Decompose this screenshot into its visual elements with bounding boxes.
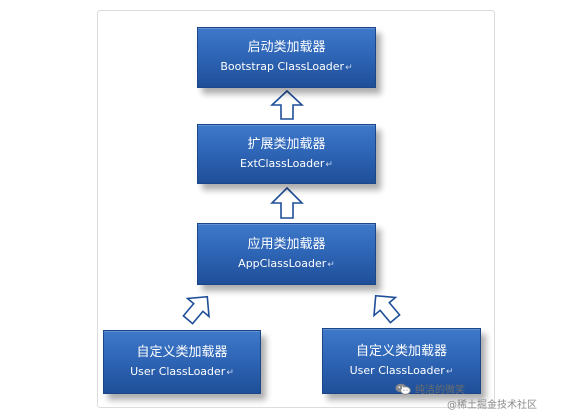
node-user2-zh-label: 自定义类加载器 — [355, 343, 447, 359]
node-user-classloader-left: 自定义类加载器 User ClassLoader↵ — [103, 330, 261, 394]
arrow-app-to-ext — [270, 186, 304, 219]
node-user1-en-label: User ClassLoader↵ — [130, 364, 234, 378]
node-bootstrap-en-label: Bootstrap ClassLoader↵ — [220, 60, 353, 73]
watermark-site: @稀土掘金技术社区 — [447, 400, 537, 411]
arrow-user2-to-app — [373, 294, 401, 324]
return-mark-icon: ↵ — [445, 366, 454, 377]
node-app-en-label: AppClassLoader↵ — [238, 256, 335, 270]
watermark-account-name: 纯洁的微笑 — [415, 385, 465, 396]
arrow-ext-to-bootstrap — [269, 89, 305, 120]
arrow-user1-to-app — [182, 295, 210, 325]
wechat-icon — [395, 383, 411, 395]
node-app-zh-label: 应用类加载器 — [247, 236, 326, 252]
node-ext-zh-label: 扩展类加载器 — [247, 136, 326, 152]
return-mark-icon: ↵ — [345, 63, 353, 73]
return-mark-icon: ↵ — [325, 159, 333, 170]
return-mark-icon: ↵ — [226, 367, 234, 378]
node-user-classloader-right: 自定义类加载器 User ClassLoader↵ — [322, 328, 481, 394]
watermark: 纯洁的微笑 @稀土掘金技术社区 — [395, 381, 555, 411]
node-user2-en-label: User ClassLoader↵ — [349, 363, 454, 377]
return-mark-icon: ↵ — [327, 259, 335, 270]
node-bootstrap-zh-label: 启动类加载器 — [247, 40, 326, 55]
node-ext-classloader: 扩展类加载器 ExtClassLoader↵ — [197, 124, 376, 184]
node-bootstrap-classloader: 启动类加载器 Bootstrap ClassLoader↵ — [197, 27, 376, 88]
node-ext-en-label: ExtClassLoader↵ — [240, 156, 333, 170]
node-user1-zh-label: 自定义类加载器 — [136, 344, 228, 360]
watermark-account: 纯洁的微笑 — [395, 381, 465, 396]
node-app-classloader: 应用类加载器 AppClassLoader↵ — [197, 223, 376, 285]
